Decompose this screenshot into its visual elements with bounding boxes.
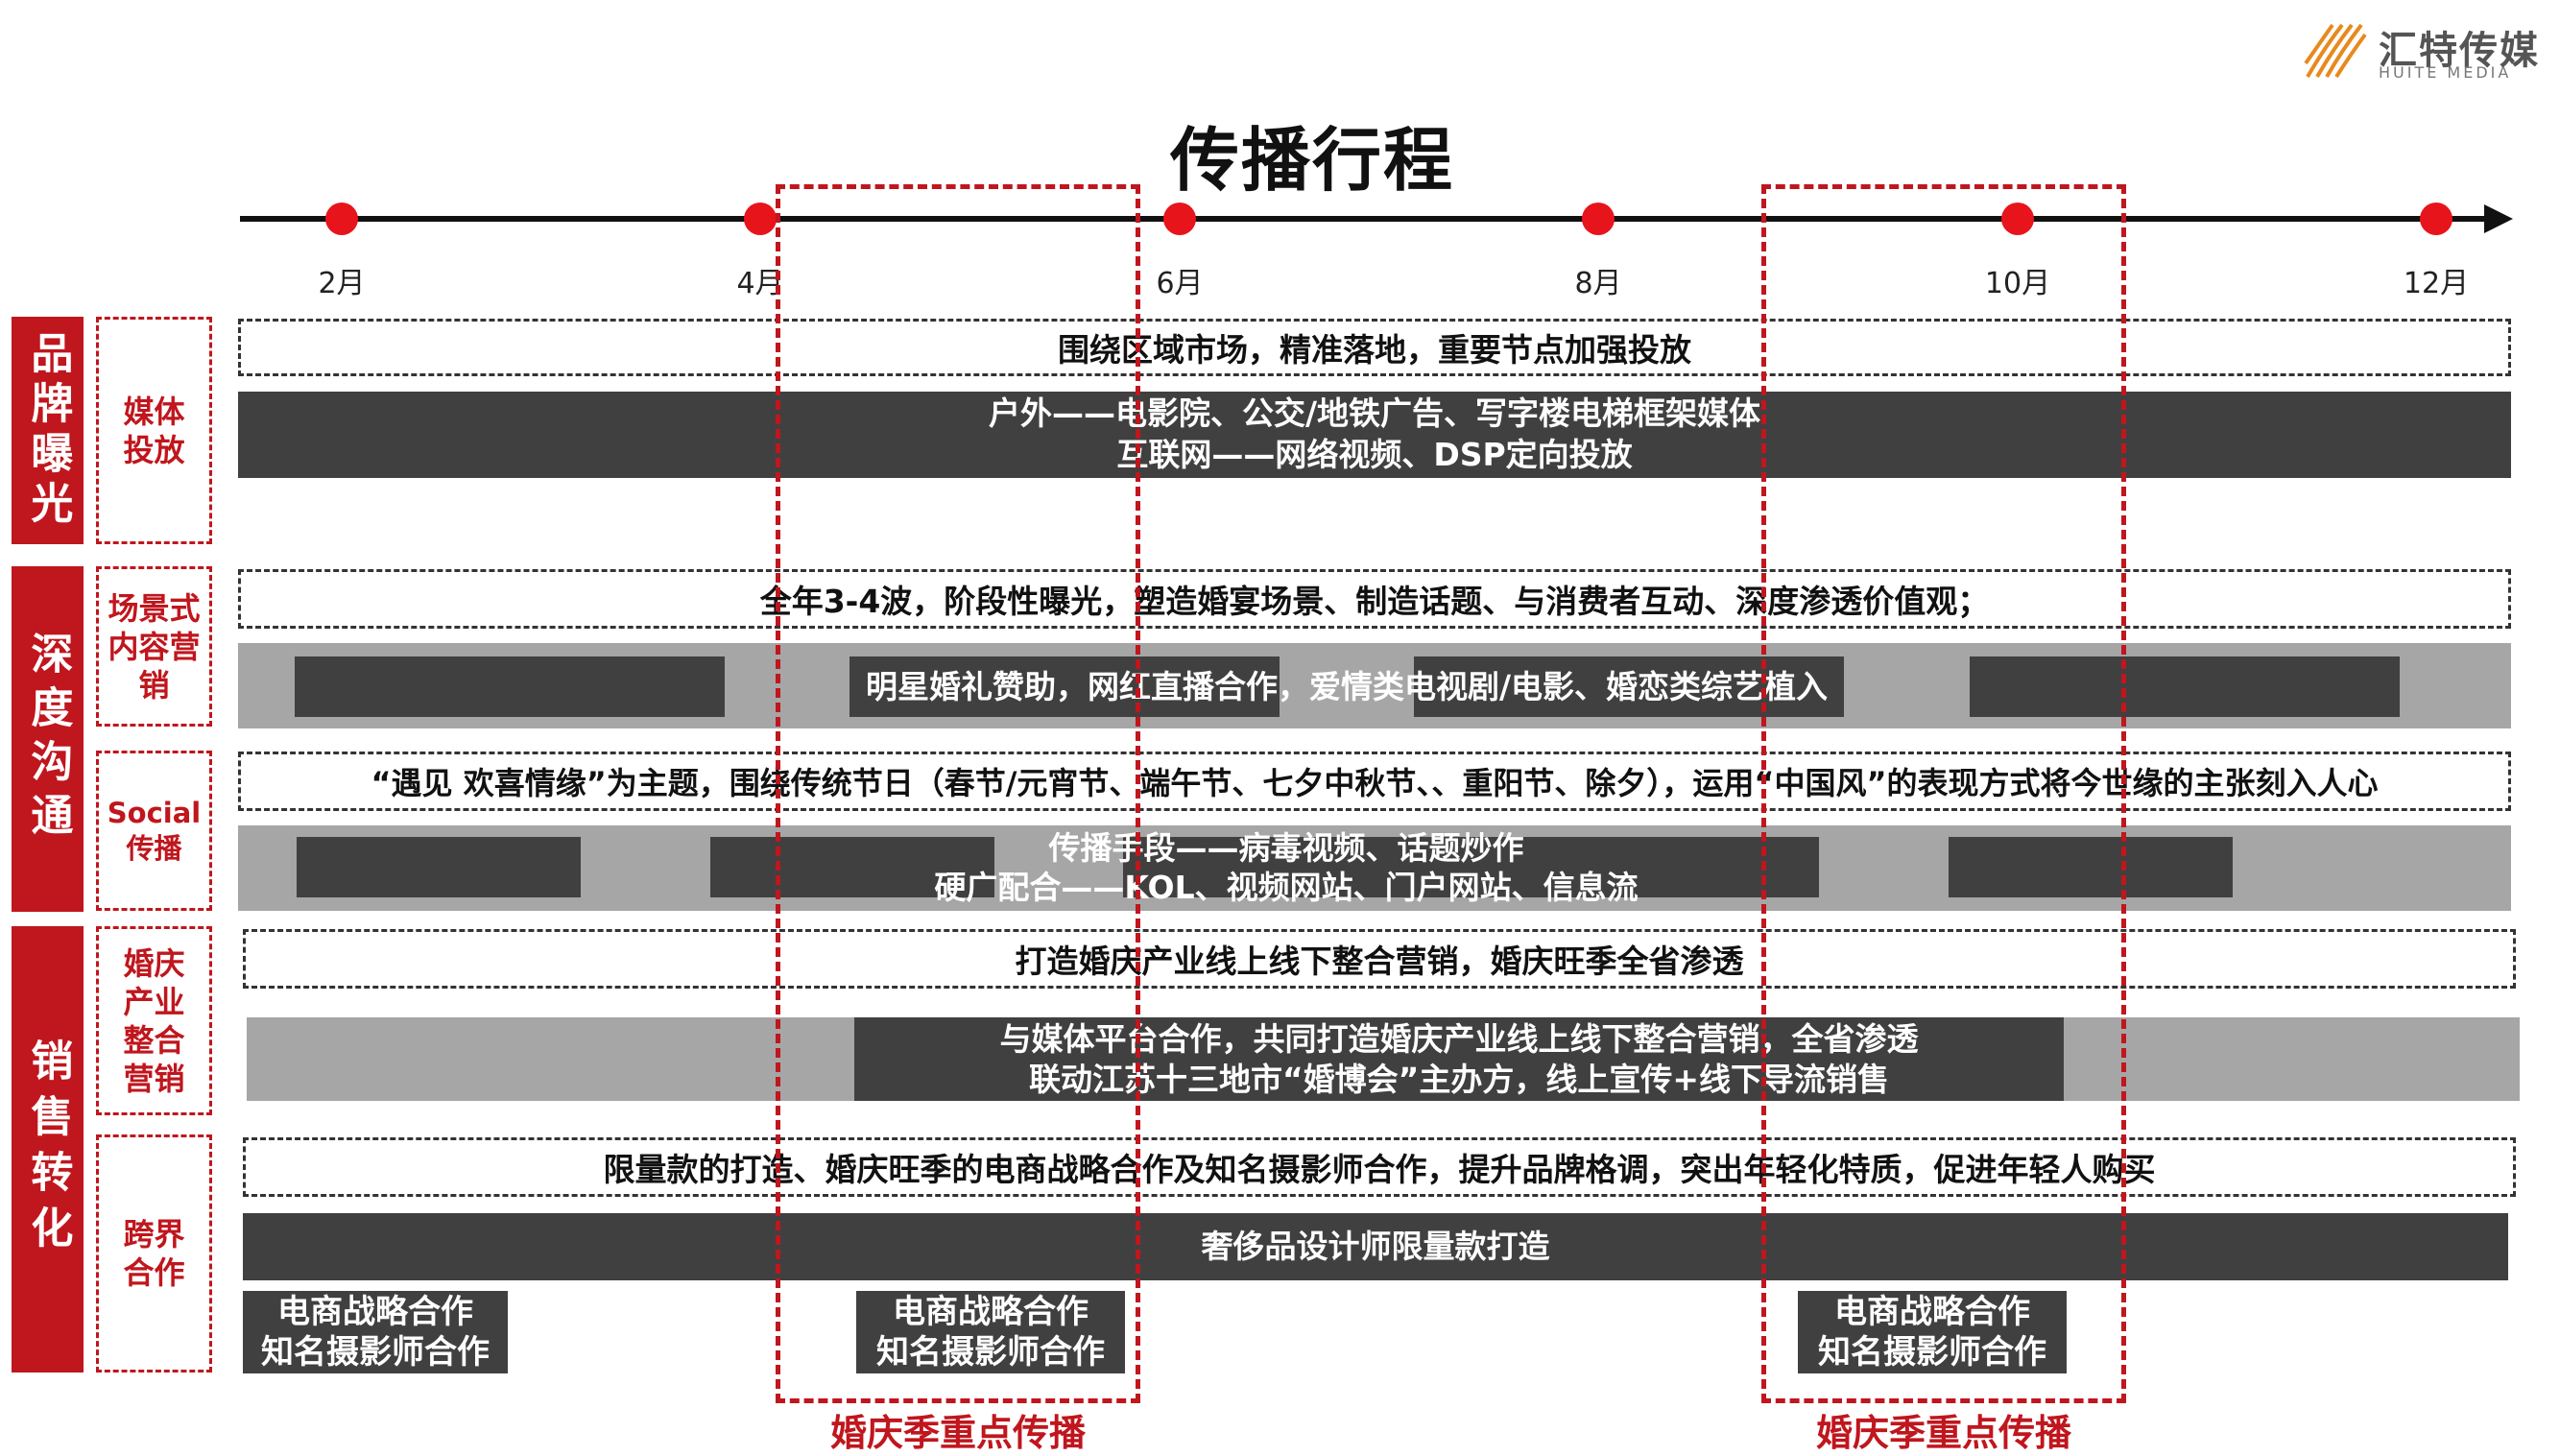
brand-name: 汇特传媒	[2379, 29, 2540, 73]
media-bar-line: 互联网——网络视频、DSP定向投放	[1116, 436, 1633, 473]
wedding-bar-line: 联动江苏十三地市“婚博会”主办方，线上宣传+线下导流销售	[1028, 1060, 1890, 1098]
social-wave-block	[297, 837, 581, 897]
scene-wave-block	[295, 656, 725, 717]
timeline-dot	[2420, 203, 2452, 235]
social-strategy-text: “遇见 欢喜情缘”为主题，围绕传统节日（春节/元宵节、端午节、七夕中秋节、、重阳…	[371, 765, 2379, 801]
timeline-dot	[1582, 203, 1615, 235]
scene-wave-block	[1414, 656, 1844, 717]
media-strategy-row: 围绕区域市场，精准落地，重要节点加强投放	[238, 319, 2511, 376]
subcategory-label: 媒体投放	[123, 393, 185, 468]
wedding-strategy-row: 打造婚庆产业线上线下整合营销，婚庆旺季全省渗透	[243, 929, 2516, 989]
month-label: 10月	[1984, 267, 2051, 300]
media-strategy-text: 围绕区域市场，精准落地，重要节点加强投放	[1058, 331, 1691, 369]
badge-line: 知名摄影师合作	[876, 1333, 1105, 1372]
month-label: 8月	[1574, 267, 1622, 300]
scene-bar-text-box: 明星婚礼赞助，网红直播合作，爱情类电视剧/电影、婚恋类综艺植入	[849, 656, 1844, 717]
scene-wave-block	[849, 656, 1280, 717]
subcategory-wedding-industry: 婚庆产业整合营销	[96, 926, 212, 1115]
brand-logo-icon	[2304, 21, 2367, 84]
badge-line: 电商战略合作	[1834, 1292, 2030, 1331]
social-bar-line: 硬广配合——KOL、视频网站、门户网站、信息流	[934, 869, 1639, 906]
social-bar-text-box: 传播手段——病毒视频、话题炒作 硬广配合——KOL、视频网站、门户网站、信息流	[934, 823, 1638, 912]
subcategory-label: 场景式内容营销	[108, 589, 201, 704]
social-wave-block	[1123, 837, 1819, 897]
badge-line: 电商战略合作	[277, 1292, 473, 1331]
crossover-bar-text: 奢侈品设计师限量款打造	[1201, 1227, 1550, 1265]
wedding-wave-block	[854, 1017, 2064, 1101]
subcategory-label: Social传播	[107, 797, 202, 865]
social-wave-block	[1949, 837, 2233, 897]
category-label: 深度沟通	[23, 632, 73, 847]
category-sales-conversion: 销售转化	[12, 926, 84, 1372]
category-deep-communication: 深度沟通	[12, 566, 84, 912]
ecommerce-badge: 电商战略合作 知名摄影师合作	[1798, 1291, 2067, 1373]
wedding-season-box	[1761, 184, 2126, 1403]
ecommerce-badge: 电商战略合作 知名摄影师合作	[856, 1291, 1125, 1373]
ecommerce-badge: 电商战略合作 知名摄影师合作	[243, 1291, 508, 1373]
timeline-dot	[1163, 203, 1196, 235]
page-title: 传播行程	[1169, 120, 1454, 201]
month-label: 12月	[2403, 267, 2470, 300]
category-label: 销售转化	[23, 1038, 73, 1261]
subcategory-scene: 场景式内容营销	[96, 566, 212, 727]
subcategory-media: 媒体投放	[96, 317, 212, 544]
timeline-dot	[744, 203, 777, 235]
subcategory-label: 婚庆产业整合营销	[123, 944, 185, 1097]
subcategory-social: Social传播	[96, 751, 212, 911]
subcategory-crossover: 跨界合作	[96, 1134, 212, 1372]
scene-wave-block	[1970, 656, 2400, 717]
timeline-dot	[325, 203, 358, 235]
badge-line: 知名摄影师合作	[1818, 1333, 2046, 1372]
crossover-bar: 奢侈品设计师限量款打造	[243, 1213, 2508, 1280]
scene-strategy-text: 全年3-4波，阶段性曝光，塑造婚宴场景、制造话题、与消费者互动、深度渗透价值观；	[759, 583, 1990, 620]
timeline-dot	[2001, 203, 2034, 235]
wedding-season-label: 婚庆季重点传播	[1815, 1412, 2071, 1454]
social-wave-block	[710, 837, 994, 897]
media-bar-line: 户外——电影院、公交/地铁广告、写字楼电梯框架媒体	[988, 394, 1761, 433]
social-strategy-row: “遇见 欢喜情缘”为主题，围绕传统节日（春节/元宵节、端午节、七夕中秋节、、重阳…	[238, 752, 2511, 811]
media-bar: 户外——电影院、公交/地铁广告、写字楼电梯框架媒体 互联网——网络视频、DSP定…	[238, 392, 2511, 478]
social-bar-line: 传播手段——病毒视频、话题炒作	[1048, 828, 1524, 867]
wedding-season-label: 婚庆季重点传播	[829, 1412, 1086, 1454]
timeline-axis	[240, 216, 2486, 222]
subcategory-label: 跨界合作	[123, 1216, 185, 1291]
month-label: 6月	[1156, 267, 1204, 300]
badge-line: 电商战略合作	[893, 1292, 1089, 1331]
scene-bar-text: 明星婚礼赞助，网红直播合作，爱情类电视剧/电影、婚恋类综艺植入	[865, 667, 1829, 705]
category-brand-exposure: 品牌曝光	[12, 317, 84, 544]
timeline-arrow-icon	[2484, 204, 2513, 233]
brand-subtitle: HUITE MEDIA	[2379, 63, 2512, 82]
month-label: 2月	[318, 267, 366, 300]
crossover-strategy-row: 限量款的打造、婚庆旺季的电商战略合作及知名摄影师合作，提升品牌格调，突出年轻化特…	[243, 1137, 2516, 1197]
wedding-season-box	[776, 184, 1140, 1403]
category-label: 品牌曝光	[23, 330, 73, 531]
scene-strategy-row: 全年3-4波，阶段性曝光，塑造婚宴场景、制造话题、与消费者互动、深度渗透价值观；	[238, 569, 2511, 629]
badge-line: 知名摄影师合作	[261, 1333, 490, 1372]
crossover-strategy-text: 限量款的打造、婚庆旺季的电商战略合作及知名摄影师合作，提升品牌格调，突出年轻化特…	[603, 1151, 2156, 1188]
